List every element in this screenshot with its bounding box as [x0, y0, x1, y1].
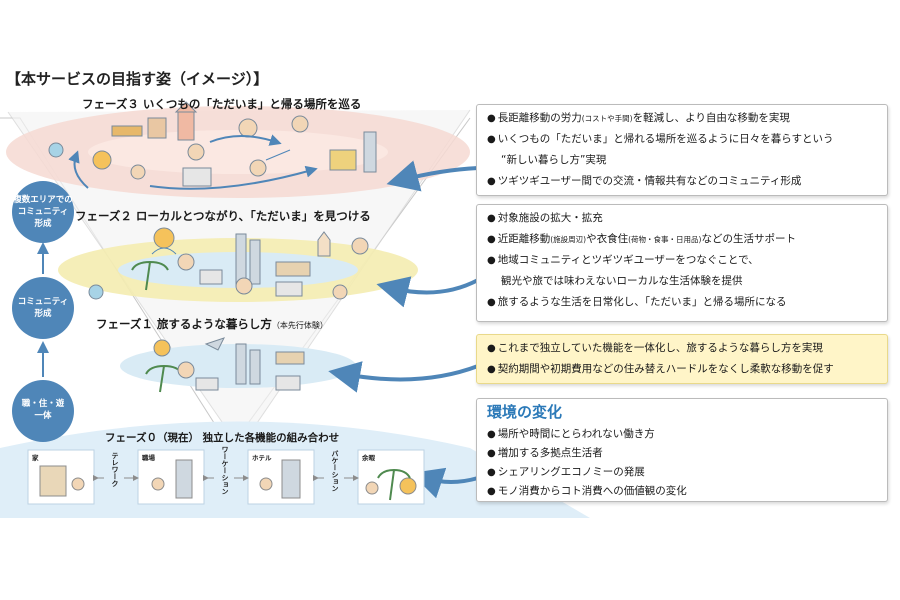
phase2-illustration	[88, 227, 369, 300]
phase1-note: （本先行体験）	[271, 321, 328, 330]
list-text: などの生活サポート	[701, 233, 796, 245]
circle-text-line: 複数エリアでの	[13, 195, 73, 205]
list-item: 対象施設の拡大・拡充	[487, 208, 877, 229]
list-item: 近距離移動(施設周辺)や衣食住(荷物・食事・日用品)などの生活サポート	[487, 229, 877, 250]
list-item: 契約期間や初期費用などの住み替えハードルをなくし柔軟な移動を促す	[487, 359, 877, 380]
connector-workation: ワーケーション	[221, 446, 229, 495]
environment-change-box: 環境の変化 場所や時間にとらわれない働き方 増加する多拠点生活者 シェアリングエ…	[476, 398, 888, 502]
arrow-box4	[410, 467, 479, 499]
phase3-label: フェーズ３ いくつもの「ただいま」と帰る場所を巡る	[82, 97, 362, 111]
circle-community-text: コミュニティ 形成	[8, 296, 78, 320]
list-note: (施設周辺)	[550, 235, 587, 244]
circle-work-live-play-text: 職・住・遊 一体	[8, 398, 78, 422]
phase1-label: フェーズ１ 旅するような暮らし方（本先行体験）	[96, 316, 328, 332]
list-note: (コストや手間)	[581, 114, 633, 123]
list-item: 場所や時間にとらわれない働き方	[487, 425, 877, 444]
list-item: 長距離移動の労力(コストや手間)を軽減し、より自由な移動を実現	[487, 108, 877, 129]
phase1-illustration	[145, 337, 305, 393]
circle-text-line: 形成	[34, 309, 52, 319]
environment-change-heading: 環境の変化	[487, 403, 563, 421]
circle-text-line: コミュニティ	[17, 297, 69, 307]
list-item-continued: 観光や旅では味わえないローカルな生活体験を提供	[501, 275, 743, 287]
circle-community	[12, 277, 74, 339]
list-item: 増加する多拠点生活者	[487, 444, 877, 463]
list-item: モノ消費からコト消費への価値観の変化	[487, 482, 877, 501]
phase2-label: フェーズ２ ローカルとつながり、「ただいま」を見つける	[75, 209, 371, 223]
circle-text-line: コミュニティ	[17, 207, 69, 217]
circle-text-line: 一体	[34, 411, 52, 421]
connector-vacation: バケーション	[331, 450, 339, 492]
phase3-benefits-box: 長距離移動の労力(コストや手間)を軽減し、より自由な移動を実現 いくつもの「ただ…	[476, 104, 888, 196]
chain-label-home: 家	[32, 454, 39, 462]
arrow-box1	[386, 160, 479, 192]
arrow-box2	[376, 276, 479, 308]
list-text: や衣食住	[586, 233, 629, 245]
circle-multi-area-community-text: 複数エリアでの コミュニティ 形成	[8, 194, 78, 230]
list-item: シェアリングエコノミーの発展	[487, 463, 877, 482]
phase2-benefits-box: 対象施設の拡大・拡充 近距離移動(施設周辺)や衣食住(荷物・食事・日用品)などの…	[476, 204, 888, 322]
list-item: いくつもの「ただいま」と帰れる場所を巡るように日々を暮らすという	[487, 129, 877, 150]
circle-multi-area-community	[12, 181, 74, 243]
circle-work-live-play	[12, 380, 74, 442]
list-item: 旅するような生活を日常化し、「ただいま」と帰る場所になる	[487, 292, 877, 313]
chain-label-leisure: 余暇	[362, 454, 375, 462]
list-item: これまで独立していた機能を一体化し、旅するような暮らし方を実現	[487, 338, 877, 359]
circle-text-line: 形成	[34, 219, 52, 229]
connector-telework: テレワーク	[111, 452, 119, 487]
list-note: (荷物・食事・日用品)	[628, 235, 702, 244]
arrow-box3	[328, 361, 479, 393]
list-item-continued: “新しい暮らし方”実現	[501, 154, 607, 166]
list-text: 近距離移動	[497, 233, 551, 245]
phase1-benefits-box: これまで独立していた機能を一体化し、旅するような暮らし方を実現 契約期間や初期費…	[476, 334, 888, 384]
phase3-illustration	[48, 101, 377, 187]
chain-box-office	[137, 449, 205, 505]
list-item: 地域コミュニティとツギツギユーザーをつなぐことで、	[487, 250, 877, 271]
chain-box-leisure	[357, 449, 425, 505]
circle-text-line: 職・住・遊	[21, 399, 65, 409]
list-text: を軽減し、より自由な移動を実現	[632, 112, 790, 124]
phase0-label: フェーズ０（現在） 独立した各機能の組み合わせ	[105, 432, 340, 444]
chain-label-hotel: ホテル	[252, 454, 272, 462]
page-title: 【本サービスの目指す姿（イメージ）】	[6, 70, 269, 88]
list-item: ツギツギユーザー間での交流・情報共有などのコミュニティ形成	[487, 171, 877, 192]
list-text: 長距離移動の労力	[497, 112, 582, 124]
chain-label-office: 職場	[142, 454, 155, 462]
phase1-label-text: フェーズ１ 旅するような暮らし方	[96, 317, 272, 331]
